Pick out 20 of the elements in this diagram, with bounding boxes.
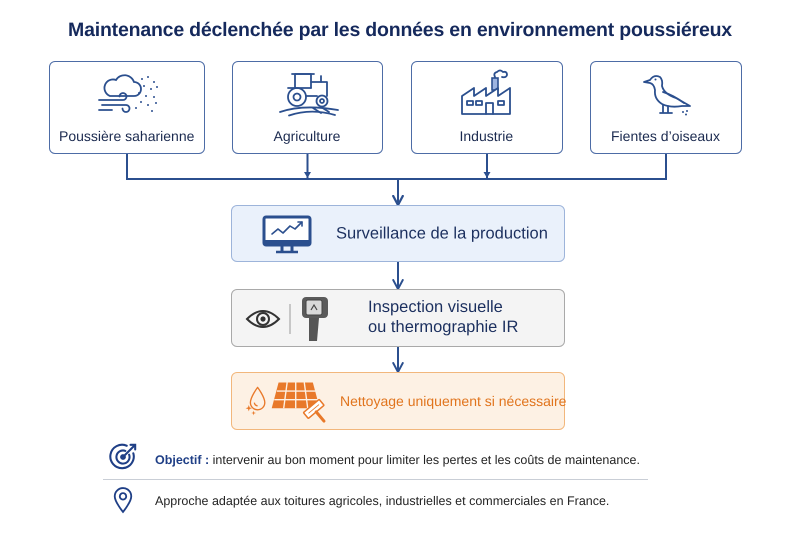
node-label: Surveillance de la production xyxy=(336,224,548,243)
card-label: Agriculture xyxy=(274,128,340,144)
card-label: Industrie xyxy=(460,128,514,144)
card-label: Poussière saharienne xyxy=(59,128,194,144)
category-card xyxy=(49,61,205,154)
category-card xyxy=(411,61,563,154)
connector-arrow xyxy=(392,347,404,373)
process-box xyxy=(231,289,565,347)
category-card xyxy=(590,61,742,154)
node-label: Nettoyage uniquement si nécessaire xyxy=(340,393,566,409)
note-text: Approche adaptée aux toitures agricoles, industrielles et commerciales en France. xyxy=(155,494,610,508)
note-text: Objectif : intervenir au bon moment pour limiter les pertes et les coûts de maintenance. xyxy=(155,453,640,467)
connector-arrow xyxy=(392,154,667,206)
process-box xyxy=(231,205,565,262)
node-label: Inspection visuelle ou thermographie IR xyxy=(368,298,520,338)
category-card xyxy=(232,61,383,154)
title: Maintenance déclenchée par les données en environnement poussiéreux xyxy=(67,19,733,42)
card-label: Fientes d’oiseaux xyxy=(611,128,720,144)
process-box xyxy=(231,372,565,430)
connector-arrow xyxy=(392,262,404,290)
